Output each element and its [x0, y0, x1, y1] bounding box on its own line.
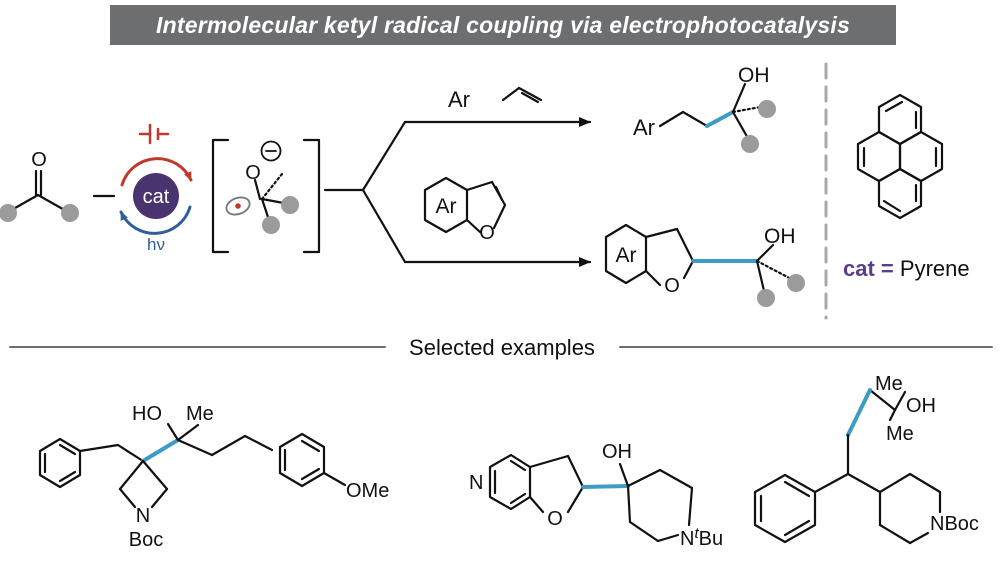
- substituent-dot: [787, 274, 805, 292]
- ketyl-brackets: [211, 138, 321, 254]
- ex2-ntbu: NtBu: [680, 525, 723, 550]
- benzofuran-ar-label: Ar: [436, 195, 457, 218]
- substituent-dot: [757, 289, 775, 307]
- product2-oxygen: O: [664, 275, 680, 297]
- radical-dot: [235, 203, 241, 209]
- ketone-oxygen: O: [31, 149, 47, 171]
- ex2-bu: Bu: [699, 528, 723, 550]
- substituent-dot: [61, 204, 79, 222]
- substituent-dot: [281, 196, 299, 214]
- catalyst-label: cat: [143, 186, 170, 208]
- legend-name: Pyrene: [900, 256, 970, 281]
- benzofuran-oxygen: O: [479, 222, 495, 244]
- title-text: Intermolecular ketyl radical coupling vi…: [156, 11, 850, 38]
- ex1-ho: HO: [132, 403, 162, 425]
- ex1-ome: OMe: [346, 480, 389, 502]
- ex1-n: N: [136, 505, 150, 527]
- product-dihydrobenzofuran: [604, 223, 797, 297]
- example-1-structure: [38, 422, 347, 509]
- ex2-n: N: [680, 528, 694, 550]
- ketone-substrate: [6, 169, 70, 214]
- ketyl-oxygen: O: [245, 162, 261, 184]
- example-3-structure: [753, 388, 942, 545]
- product1-oh-label: OH: [738, 64, 770, 87]
- substituent-dot: [262, 216, 280, 234]
- light-label: hν: [147, 235, 165, 254]
- product2-oh-label: OH: [764, 225, 796, 248]
- ex3-me: Me: [875, 373, 903, 395]
- ex3-me2: Me: [886, 423, 914, 445]
- product-alcohol: [658, 82, 768, 142]
- legend-cat: cat: [843, 256, 875, 281]
- ex2-pyridine-n: N: [469, 472, 483, 494]
- substituent-dot: [0, 204, 17, 222]
- legend-equals: =: [881, 256, 894, 281]
- radical-orbital: [225, 196, 251, 216]
- alkene-reagent: [501, 86, 543, 104]
- ex2-t: t: [694, 525, 699, 542]
- example-2-structure: [488, 453, 694, 543]
- product2-ar-label: Ar: [616, 244, 637, 267]
- ex1-me: Me: [186, 403, 214, 425]
- substituent-dot: [741, 135, 759, 153]
- product1-ar-label: Ar: [633, 115, 655, 140]
- ex3-nboc: NBoc: [930, 513, 979, 535]
- branch-arrows: [323, 117, 592, 267]
- examples-header: Selected examples: [409, 335, 595, 360]
- ex2-oh: OH: [602, 441, 632, 463]
- alkene-ar-label: Ar: [448, 87, 470, 112]
- catalytic-cycle: [119, 157, 193, 235]
- substituent-dot: [758, 100, 776, 118]
- ex3-oh: OH: [906, 395, 936, 417]
- benzofuran-reagent: [423, 176, 507, 234]
- title-banner: Intermolecular ketyl radical coupling vi…: [110, 5, 896, 45]
- ex2-oxygen: O: [547, 508, 563, 530]
- charge-circle: [260, 140, 282, 162]
- catalyst-legend: cat = Pyrene: [843, 256, 970, 281]
- catalyst-circle: [133, 173, 179, 219]
- electrode-icon: [138, 123, 170, 145]
- ex1-boc: Boc: [129, 529, 163, 551]
- pyrene-structure: [856, 93, 944, 220]
